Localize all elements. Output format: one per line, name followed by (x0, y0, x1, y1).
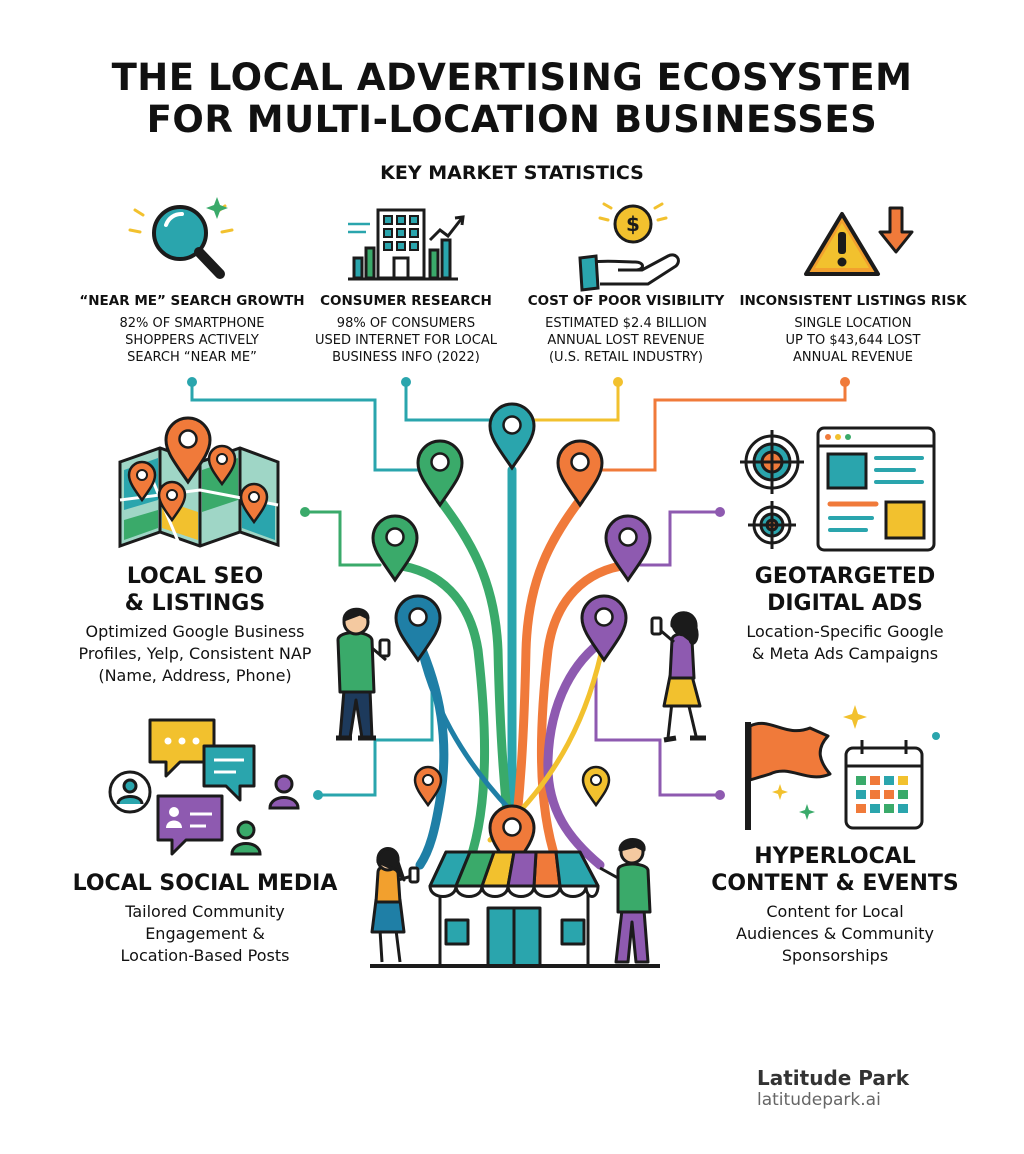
section-title: DIGITAL ADS (767, 591, 923, 616)
stat-line: (U.S. RETAIL INDUSTRY) (548, 350, 703, 365)
section-local-social: LOCAL SOCIAL MEDIA Tailored Community En… (50, 870, 360, 967)
chat-bubbles-icon (148, 718, 256, 856)
section-title: HYPERLOCAL (754, 844, 916, 869)
stat-line: BUSINESS INFO (2022) (332, 350, 480, 365)
flag-icon (745, 721, 832, 830)
brand-url: latitudepark.ai (757, 1090, 881, 1110)
section-desc-line: Location-Specific Google (746, 622, 944, 641)
user-purple-icon (268, 774, 300, 810)
stat-heading: COST OF POOR VISIBILITY (527, 293, 725, 309)
page-title-line1: THE LOCAL ADVERTISING ECOSYSTEM (111, 56, 913, 99)
section-desc-line: Content for Local (766, 902, 904, 921)
browser-ad-icon (816, 426, 936, 552)
stat-near-me: “NEAR ME” SEARCH GROWTH 82% OF SMARTPHON… (62, 293, 322, 366)
building-chart-icon (348, 208, 465, 281)
section-title: & LISTINGS (124, 591, 266, 616)
sparkle-icon (772, 784, 788, 800)
person-left-store (370, 847, 420, 963)
hand-coin-icon: $ (578, 202, 680, 292)
stat-listings-risk: INCONSISTENT LISTINGS RISK SINGLE LOCATI… (728, 293, 978, 366)
pin-teal-top (488, 402, 536, 470)
warning-down-icon (804, 206, 914, 276)
sparkle-icon (799, 804, 815, 820)
stat-line: ESTIMATED $2.4 BILLION (545, 316, 707, 331)
storefront-icon (370, 850, 660, 968)
person-right-store (599, 838, 652, 964)
stat-line: ANNUAL LOST REVENUE (547, 333, 705, 348)
stat-line: 98% OF CONSUMERS (336, 316, 476, 331)
section-subtitle: KEY MARKET STATISTICS (380, 162, 644, 184)
section-local-seo: LOCAL SEO & LISTINGS Optimized Google Bu… (40, 563, 350, 687)
magnifier-icon (128, 197, 234, 279)
stat-heading: CONSUMER RESEARCH (320, 293, 492, 309)
section-title: LOCAL SOCIAL MEDIA (72, 871, 338, 896)
connector-near-me (190, 380, 422, 472)
section-desc-line: (Name, Address, Phone) (98, 666, 292, 685)
folded-map-icon (118, 446, 280, 549)
section-title: LOCAL SEO (126, 564, 264, 589)
pin-blue (394, 594, 442, 662)
stat-line: ANNUAL REVENUE (793, 350, 913, 365)
svg-text:$: $ (626, 212, 640, 236)
sparkle-icon (843, 705, 867, 729)
section-desc-line: Sponsorships (781, 946, 889, 965)
pin-green (416, 439, 464, 507)
section-desc-line: Tailored Community (125, 902, 285, 921)
section-desc-line: & Meta Ads Campaigns (751, 644, 939, 663)
connector-visibility (528, 380, 620, 422)
section-title: CONTENT & EVENTS (711, 871, 959, 896)
pin-orange (556, 439, 604, 507)
stat-line: 82% OF SMARTPHONE (119, 316, 265, 331)
section-hyperlocal-content: HYPERLOCAL CONTENT & EVENTS Content for … (690, 843, 980, 967)
stat-line: USED INTERNET FOR LOCAL (315, 333, 497, 348)
section-geotargeted-ads: GEOTARGETED DIGITAL ADS Location-Specifi… (700, 563, 990, 665)
stat-heading: INCONSISTENT LISTINGS RISK (739, 293, 967, 309)
brand-name: Latitude Park (757, 1066, 910, 1090)
section-desc-line: Profiles, Yelp, Consistent NAP (78, 644, 312, 663)
person-with-phone-left (336, 607, 391, 741)
brand-block: Latitude Park latitudepark.ai (757, 1066, 909, 1110)
section-desc-line: Audiences & Community (736, 924, 934, 943)
stat-line: UP TO $43,644 LOST (785, 333, 921, 348)
stat-line: SHOPPERS ACTIVELY (125, 333, 259, 348)
stat-line: SINGLE LOCATION (794, 316, 912, 331)
stat-consumer-research: CONSUMER RESEARCH 98% OF CONSUMERS USED … (286, 293, 526, 366)
connector-listings (598, 380, 847, 472)
stat-line: SEARCH “NEAR ME” (127, 350, 257, 365)
stat-cost-visibility: COST OF POOR VISIBILITY ESTIMATED $2.4 B… (506, 293, 746, 366)
stat-heading: “NEAR ME” SEARCH GROWTH (79, 293, 305, 309)
section-desc-line: Location-Based Posts (120, 946, 290, 965)
section-desc-line: Optimized Google Business (85, 622, 305, 641)
user-green-icon (230, 820, 262, 856)
section-desc-line: Engagement & (145, 924, 265, 943)
target-icon (740, 430, 804, 549)
person-with-phone-right (650, 611, 706, 743)
page-title-line2: FOR MULTI-LOCATION BUSINESSES (146, 98, 878, 141)
section-title: GEOTARGETED (754, 564, 936, 589)
dot-icon (932, 732, 940, 740)
calendar-icon (844, 740, 924, 830)
pin-small-right (581, 765, 611, 807)
user-avatar-icon (108, 770, 152, 814)
